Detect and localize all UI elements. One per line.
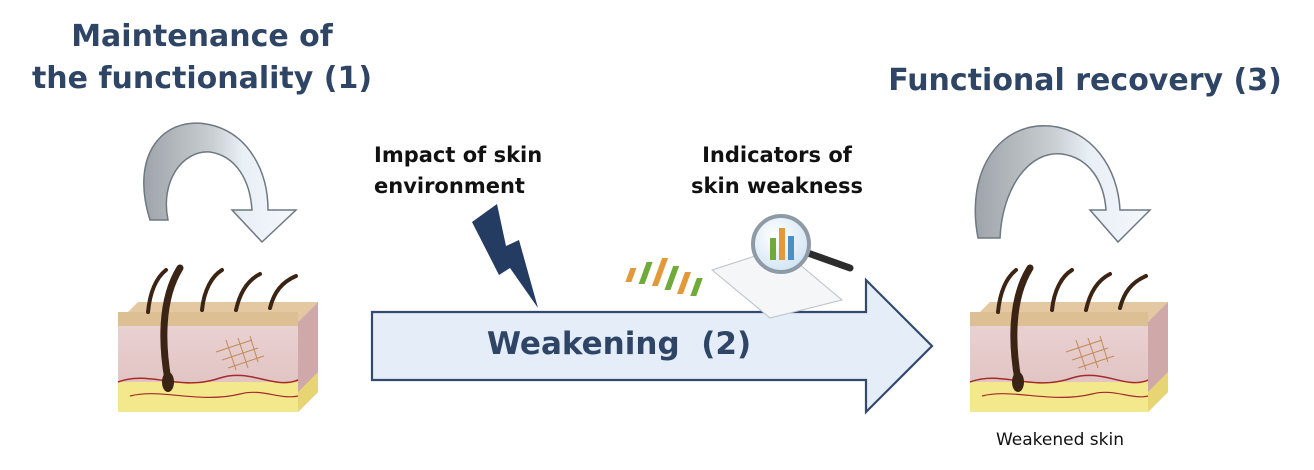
indicators-label-line2: skin weakness [691, 174, 863, 198]
impact-label-line1: Impact of skin [374, 143, 543, 167]
indicators-label-line1: Indicators of [702, 143, 852, 167]
skin-block-left-icon [117, 264, 318, 412]
maintenance-title: Maintenance of the functionality (1) [0, 16, 404, 100]
recovery-title: Functional recovery (3) [888, 63, 1282, 98]
skin-block-right-icon [969, 264, 1168, 412]
indicators-label: Indicators of skin weakness [672, 140, 882, 202]
loop-arrow-left-icon [143, 122, 298, 244]
magnifier-chart-icon [625, 214, 854, 319]
impact-label-line2: environment [374, 174, 525, 198]
impact-label: Impact of skin environment [374, 140, 542, 202]
weakening-label: Weakening (2) [486, 326, 752, 362]
maintenance-title-line2: the functionality (1) [31, 61, 373, 96]
weakened-skin-caption: Weakened skin [995, 430, 1124, 450]
lightning-bolt-icon [472, 204, 538, 308]
maintenance-title-line1: Maintenance of [71, 19, 333, 54]
loop-arrow-right-icon [974, 125, 1152, 244]
